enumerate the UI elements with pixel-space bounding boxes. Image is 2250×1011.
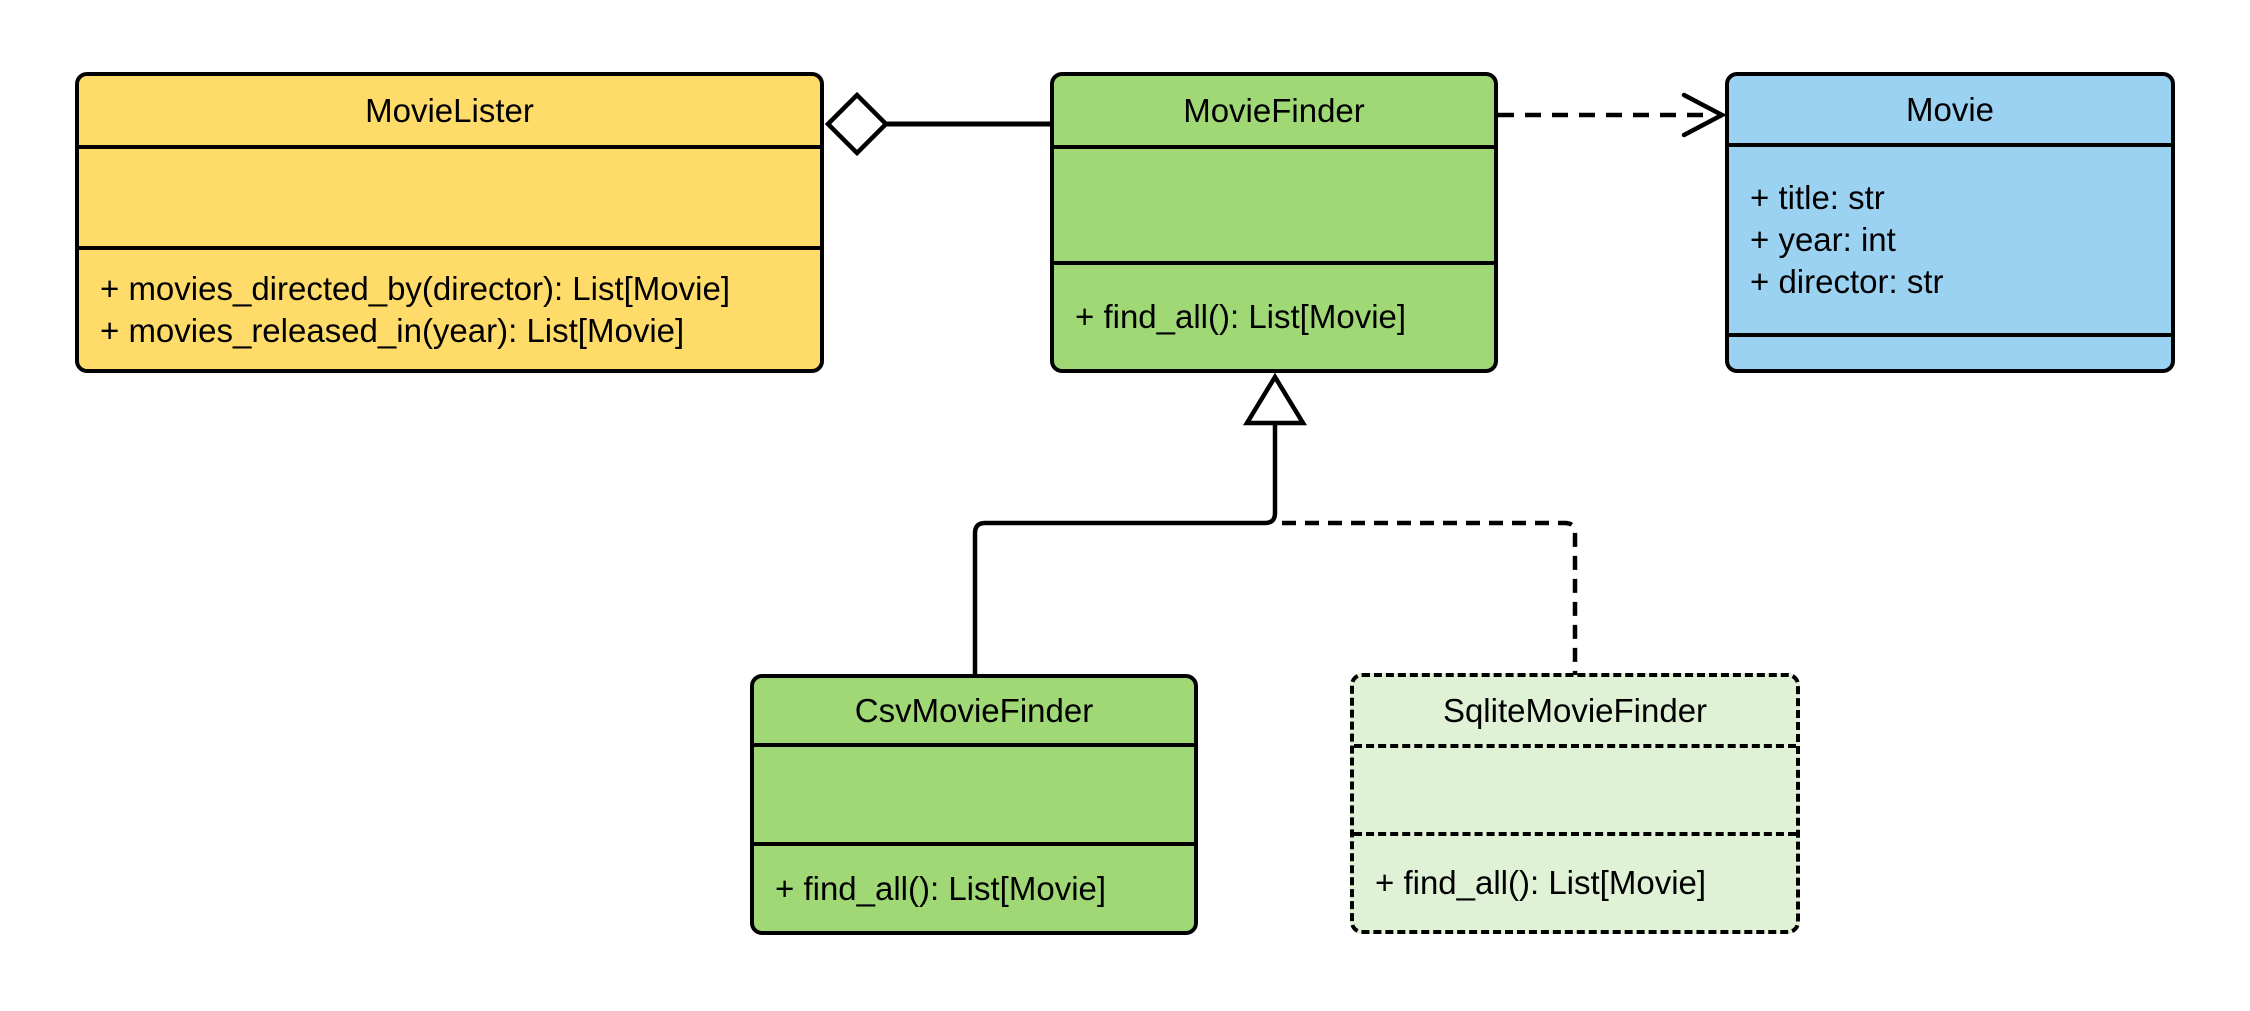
class-box-sqlitemoviefinder: SqliteMovieFinder + find_all(): List[Mov… [1350, 673, 1800, 934]
class-attributes-section [754, 743, 1194, 842]
inheritance-line-dashed [1282, 520, 1578, 675]
method-label: + find_all(): List[Movie] [775, 869, 1107, 907]
class-box-moviefinder: MovieFinder + find_all(): List[Movie] [1050, 72, 1498, 373]
inheritance-triangle-icon [1242, 372, 1308, 426]
aggregation-diamond-icon [824, 91, 890, 157]
attribute-label: + title: str [1750, 178, 1885, 216]
class-methods-section: + find_all(): List[Movie] [754, 842, 1194, 931]
class-title: MovieLister [365, 91, 534, 129]
method-label: + find_all(): List[Movie] [1075, 298, 1407, 335]
class-title: Movie [1905, 90, 1995, 128]
class-methods-section: + find_all(): List[Movie] [1354, 832, 1796, 930]
attribute-label: + year: int [1750, 220, 1896, 258]
class-title: MovieFinder [1183, 91, 1365, 129]
method-label: + movies_directed_by(director): List[Mov… [100, 269, 730, 307]
class-attributes-section [1054, 145, 1494, 261]
dependency-arrowhead-icon [1681, 92, 1727, 138]
attribute-label: + director: str [1750, 262, 1944, 300]
class-title: CsvMovieFinder [854, 691, 1094, 729]
class-methods-section: + find_all(): List[Movie] [1054, 261, 1494, 369]
class-methods-section [1729, 332, 2171, 370]
inheritance-line-solid [972, 424, 1278, 676]
class-box-movielister: MovieLister + movies_directed_by(directo… [75, 72, 824, 373]
class-methods-section: + movies_directed_by(director): List[Mov… [79, 246, 820, 369]
method-label: + movies_released_in(year): List[Movie] [100, 311, 685, 349]
method-label: + find_all(): List[Movie] [1375, 864, 1707, 901]
class-box-movie: Movie + title: str + year: int + directo… [1725, 72, 2175, 373]
class-title: SqliteMovieFinder [1442, 691, 1708, 729]
class-attributes-section [1354, 744, 1796, 832]
class-attributes-section [79, 145, 820, 246]
class-attributes-section: + title: str + year: int + director: str [1729, 143, 2171, 333]
class-box-csvmoviefinder: CsvMovieFinder + find_all(): List[Movie] [750, 674, 1198, 935]
